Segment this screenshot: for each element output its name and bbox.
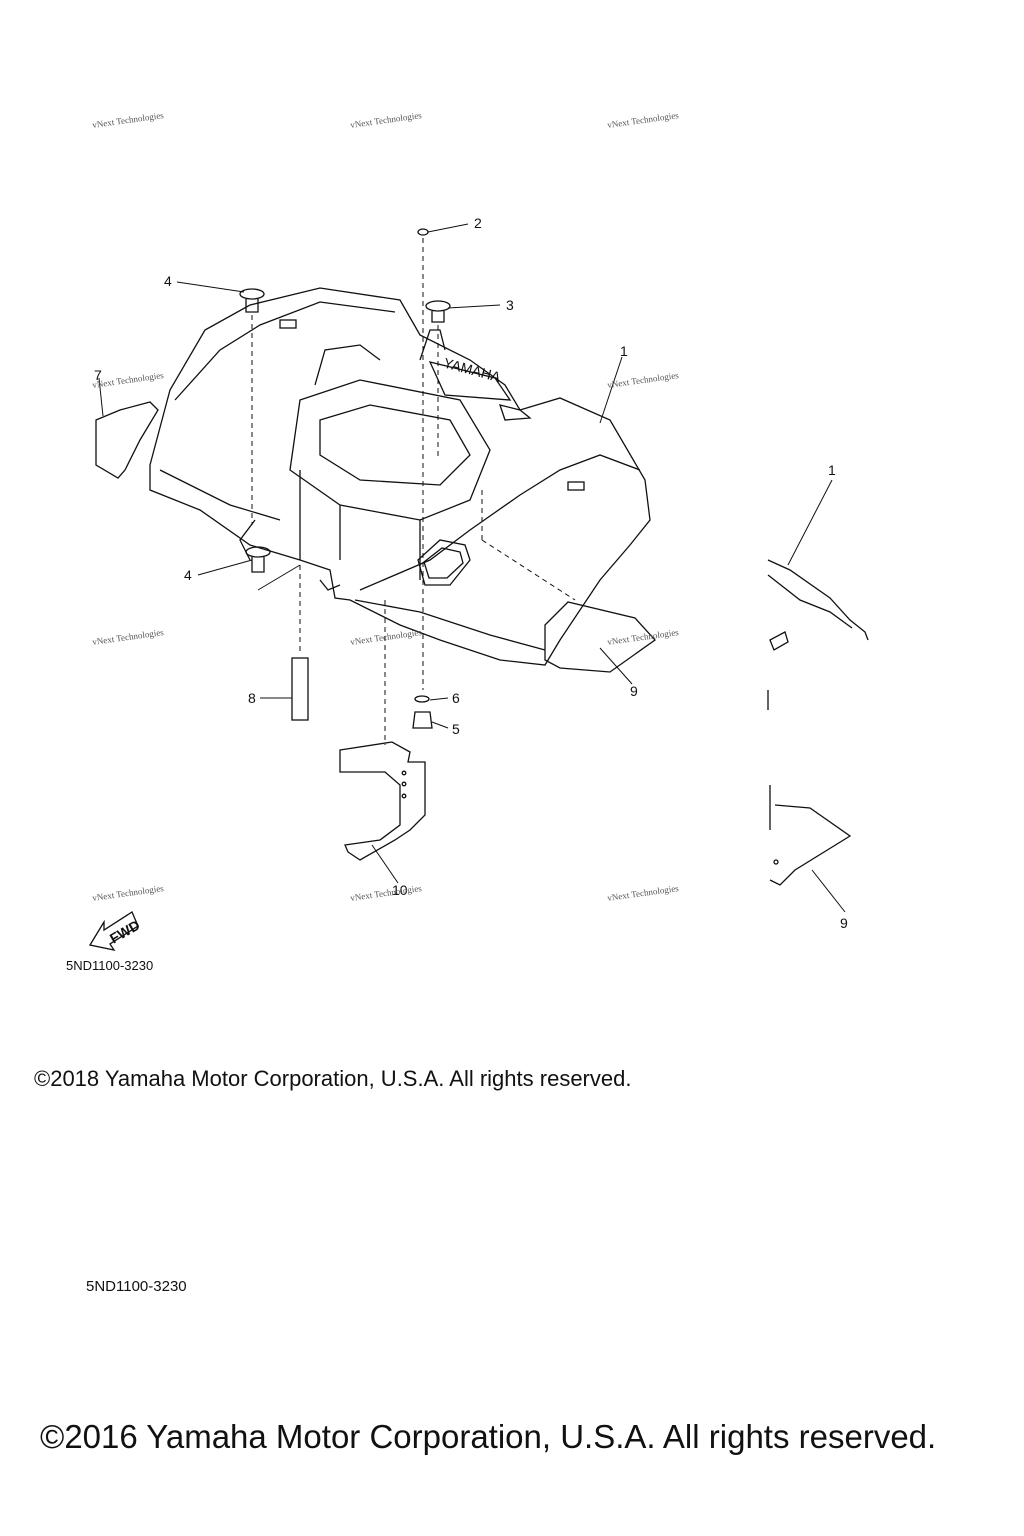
callout-9: 9 (630, 683, 638, 699)
decal-part-7 (95, 401, 159, 479)
bolt-part-4-lower (245, 546, 271, 573)
callout-numbers: 4 2 3 1 7 4 8 6 5 9 10 1 9 (94, 215, 848, 931)
label-part-8 (291, 657, 309, 721)
shield-part-10 (339, 741, 426, 861)
cap-part-2 (417, 228, 429, 236)
rear-fender-shape (149, 287, 651, 666)
bolt-part-3 (425, 300, 451, 323)
callout-3: 3 (506, 297, 514, 313)
fwd-label: FWD (107, 917, 143, 947)
brand-text: YAMAHA (442, 355, 503, 386)
callout-1: 1 (620, 343, 628, 359)
callout-9-inset: 9 (840, 915, 848, 931)
callout-4-upper: 4 (164, 273, 172, 289)
detail-inset (767, 479, 869, 913)
callout-7: 7 (94, 367, 102, 383)
washer-part-6 (414, 695, 430, 703)
callout-8: 8 (248, 690, 256, 706)
callout-6: 6 (452, 690, 460, 706)
exploded-parts-diagram: YAMAHA FWD 4 2 3 1 7 4 8 6 5 9 10 1 9 (88, 215, 869, 951)
copyright-1: ©2018 Yamaha Motor Corporation, U.S.A. A… (34, 1066, 632, 1091)
fwd-arrow-icon (88, 911, 139, 951)
part-code-1: 5ND1100-3230 (66, 958, 154, 973)
callout-2: 2 (474, 215, 482, 231)
part-code-2: 5ND1100-3230 (86, 1278, 187, 1295)
callout-1-inset: 1 (828, 462, 836, 478)
bolt-part-4-upper (239, 288, 265, 313)
cover-part-9 (544, 601, 656, 673)
callout-4-lower: 4 (184, 567, 192, 583)
copyright-2: ©2016 Yamaha Motor Corporation, U.S.A. A… (40, 1418, 937, 1455)
callout-10: 10 (392, 882, 408, 898)
callout-5: 5 (452, 721, 460, 737)
nut-part-5 (412, 711, 433, 729)
